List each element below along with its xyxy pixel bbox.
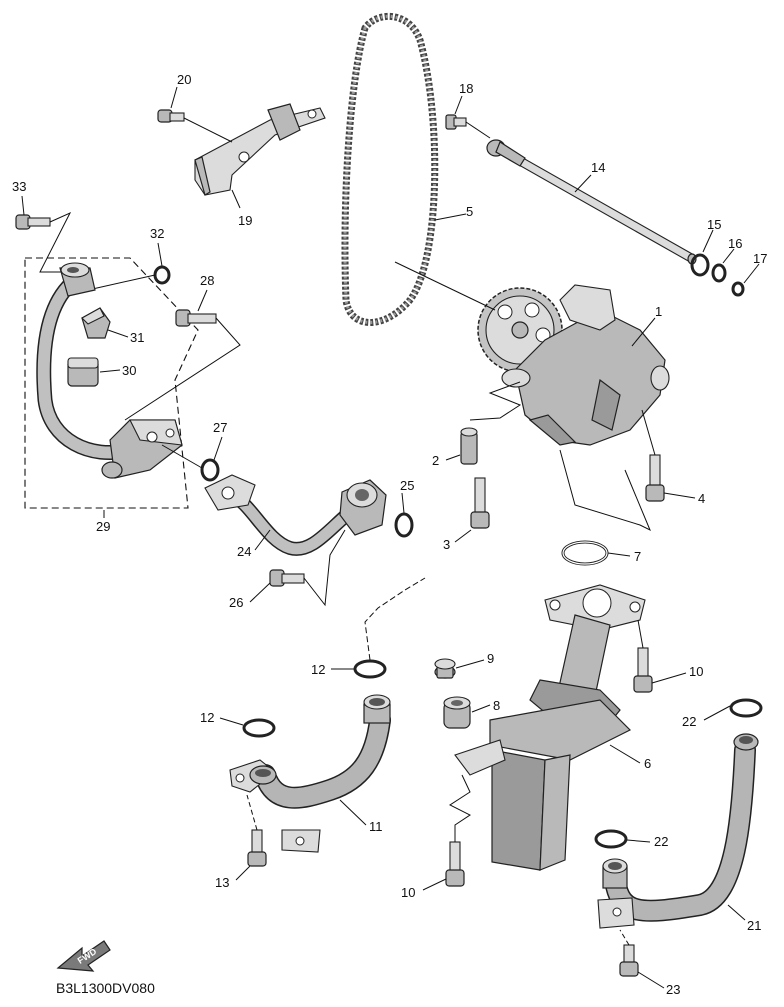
part-20-bolt: [157, 109, 185, 123]
part-13-bolt: [247, 829, 267, 867]
callout-15: 15: [707, 217, 721, 232]
part-10-bolt-lower: [445, 841, 465, 887]
part-32-ring: [153, 265, 171, 285]
callout-30: 30: [122, 363, 136, 378]
part-16-ring: [711, 263, 727, 283]
part-8-grommet: [443, 696, 471, 729]
callout-21: 21: [747, 918, 761, 933]
callout-13: 13: [215, 875, 229, 890]
callout-11: 11: [369, 819, 383, 834]
part-15-ring: [690, 253, 710, 277]
callout-10-upper: 10: [689, 664, 703, 679]
part-30-damper: [67, 357, 99, 387]
part-1-oil-pump: [477, 284, 670, 446]
part-23-bolt: [619, 944, 639, 977]
part-10-bolt-upper: [633, 647, 653, 693]
callout-8: 8: [493, 698, 500, 713]
callout-28: 28: [200, 273, 214, 288]
part-11-pipe: [229, 694, 391, 853]
callout-19: 19: [238, 213, 252, 228]
callout-9: 9: [487, 651, 494, 666]
part-3-bolt: [470, 477, 490, 529]
callout-22-lower: 22: [654, 834, 668, 849]
part-26-bolt: [269, 569, 305, 587]
part-2-dowel: [460, 427, 478, 465]
callout-25: 25: [400, 478, 414, 493]
callout-26: 26: [229, 595, 243, 610]
callout-33: 33: [12, 179, 26, 194]
callout-27: 27: [213, 420, 227, 435]
part-29-group-outline: [24, 257, 199, 509]
callout-1: 1: [655, 304, 662, 319]
part-31-fitting: [81, 307, 111, 339]
part-4-bolt: [645, 454, 665, 502]
callout-31: 31: [130, 330, 144, 345]
callout-32: 32: [150, 226, 164, 241]
callout-5: 5: [466, 204, 473, 219]
callout-leaders: [21, 86, 760, 989]
callout-2: 2: [432, 453, 439, 468]
callout-24: 24: [237, 544, 251, 559]
part-12-ring-lower: [242, 718, 276, 738]
callout-17: 17: [753, 251, 767, 266]
callout-14: 14: [591, 160, 605, 175]
part-17-washer: [731, 281, 745, 297]
part-22-ring-lower: [594, 829, 628, 849]
diagram-code: B3L1300DV080: [56, 980, 155, 996]
part-9-collar: [434, 658, 456, 679]
part-28-bolt: [175, 309, 217, 327]
part-25-ring: [394, 512, 414, 538]
callout-3: 3: [443, 537, 450, 552]
part-33-bolt: [15, 214, 51, 230]
part-29-pipe: [36, 262, 183, 479]
callout-23: 23: [666, 982, 680, 997]
part-7-ring: [561, 540, 609, 566]
part-27-ring: [200, 458, 220, 482]
part-21-pipe: [597, 733, 759, 929]
fwd-arrow-icon: FWD: [56, 940, 111, 972]
part-19-bracket: [194, 103, 326, 196]
callout-4: 4: [698, 491, 705, 506]
part-14-shaft: [486, 139, 697, 265]
part-22-ring-upper: [729, 698, 763, 718]
callout-16: 16: [728, 236, 742, 251]
part-18-bolt: [445, 114, 467, 130]
callout-29: 29: [96, 519, 110, 534]
callout-20: 20: [177, 72, 191, 87]
callout-6: 6: [644, 756, 651, 771]
callout-22-upper: 22: [682, 714, 696, 729]
callout-10-lower: 10: [401, 885, 415, 900]
callout-18: 18: [459, 81, 473, 96]
callout-12-lower: 12: [200, 710, 214, 725]
callout-labels: 20 19 18 14 5 15 16 17 1 2 3 4 7 6 8 9 1…: [12, 72, 767, 997]
part-5-chain: [341, 12, 439, 326]
part-6-strainer: [454, 584, 646, 871]
part-24-pipe: [204, 474, 387, 556]
callout-7: 7: [634, 549, 641, 564]
callout-12-upper: 12: [311, 662, 325, 677]
part-12-ring-upper: [353, 659, 387, 679]
